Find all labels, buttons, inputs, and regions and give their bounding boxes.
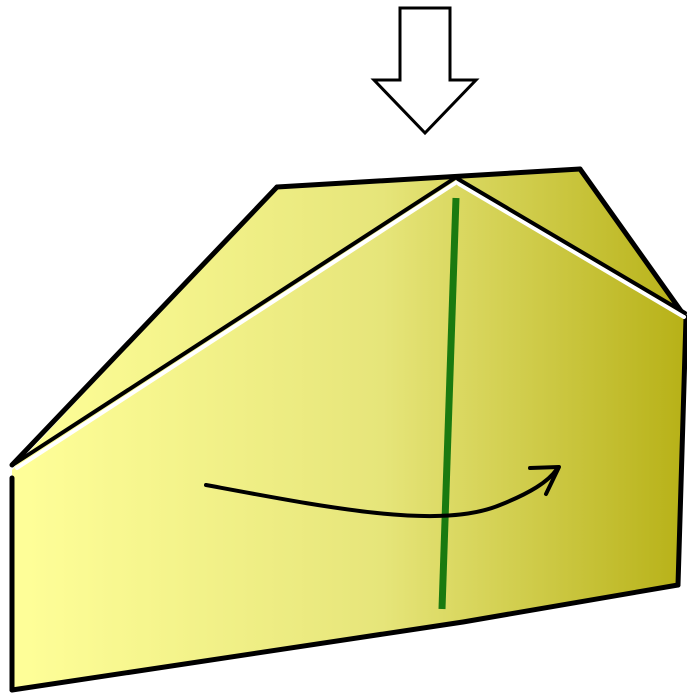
- paper-shape: [12, 169, 686, 690]
- left-crease-highlight: [15, 180, 459, 470]
- flap-lines: [12, 176, 687, 470]
- curved-right-arrow-icon: [204, 465, 561, 519]
- bottom-edge: [9, 582, 681, 693]
- top-edge: [274, 166, 583, 190]
- left-crease-line: [12, 176, 457, 466]
- right-crease-line: [456, 177, 687, 315]
- left-slope-edge: [9, 184, 280, 468]
- right-slope-edge: [577, 166, 687, 321]
- right-crease-highlight: [457, 182, 686, 319]
- paper-outline: [9, 166, 687, 693]
- right-edge: [675, 315, 687, 588]
- center-fold-line: [438, 197, 460, 610]
- down-arrow-icon: [370, 6, 480, 136]
